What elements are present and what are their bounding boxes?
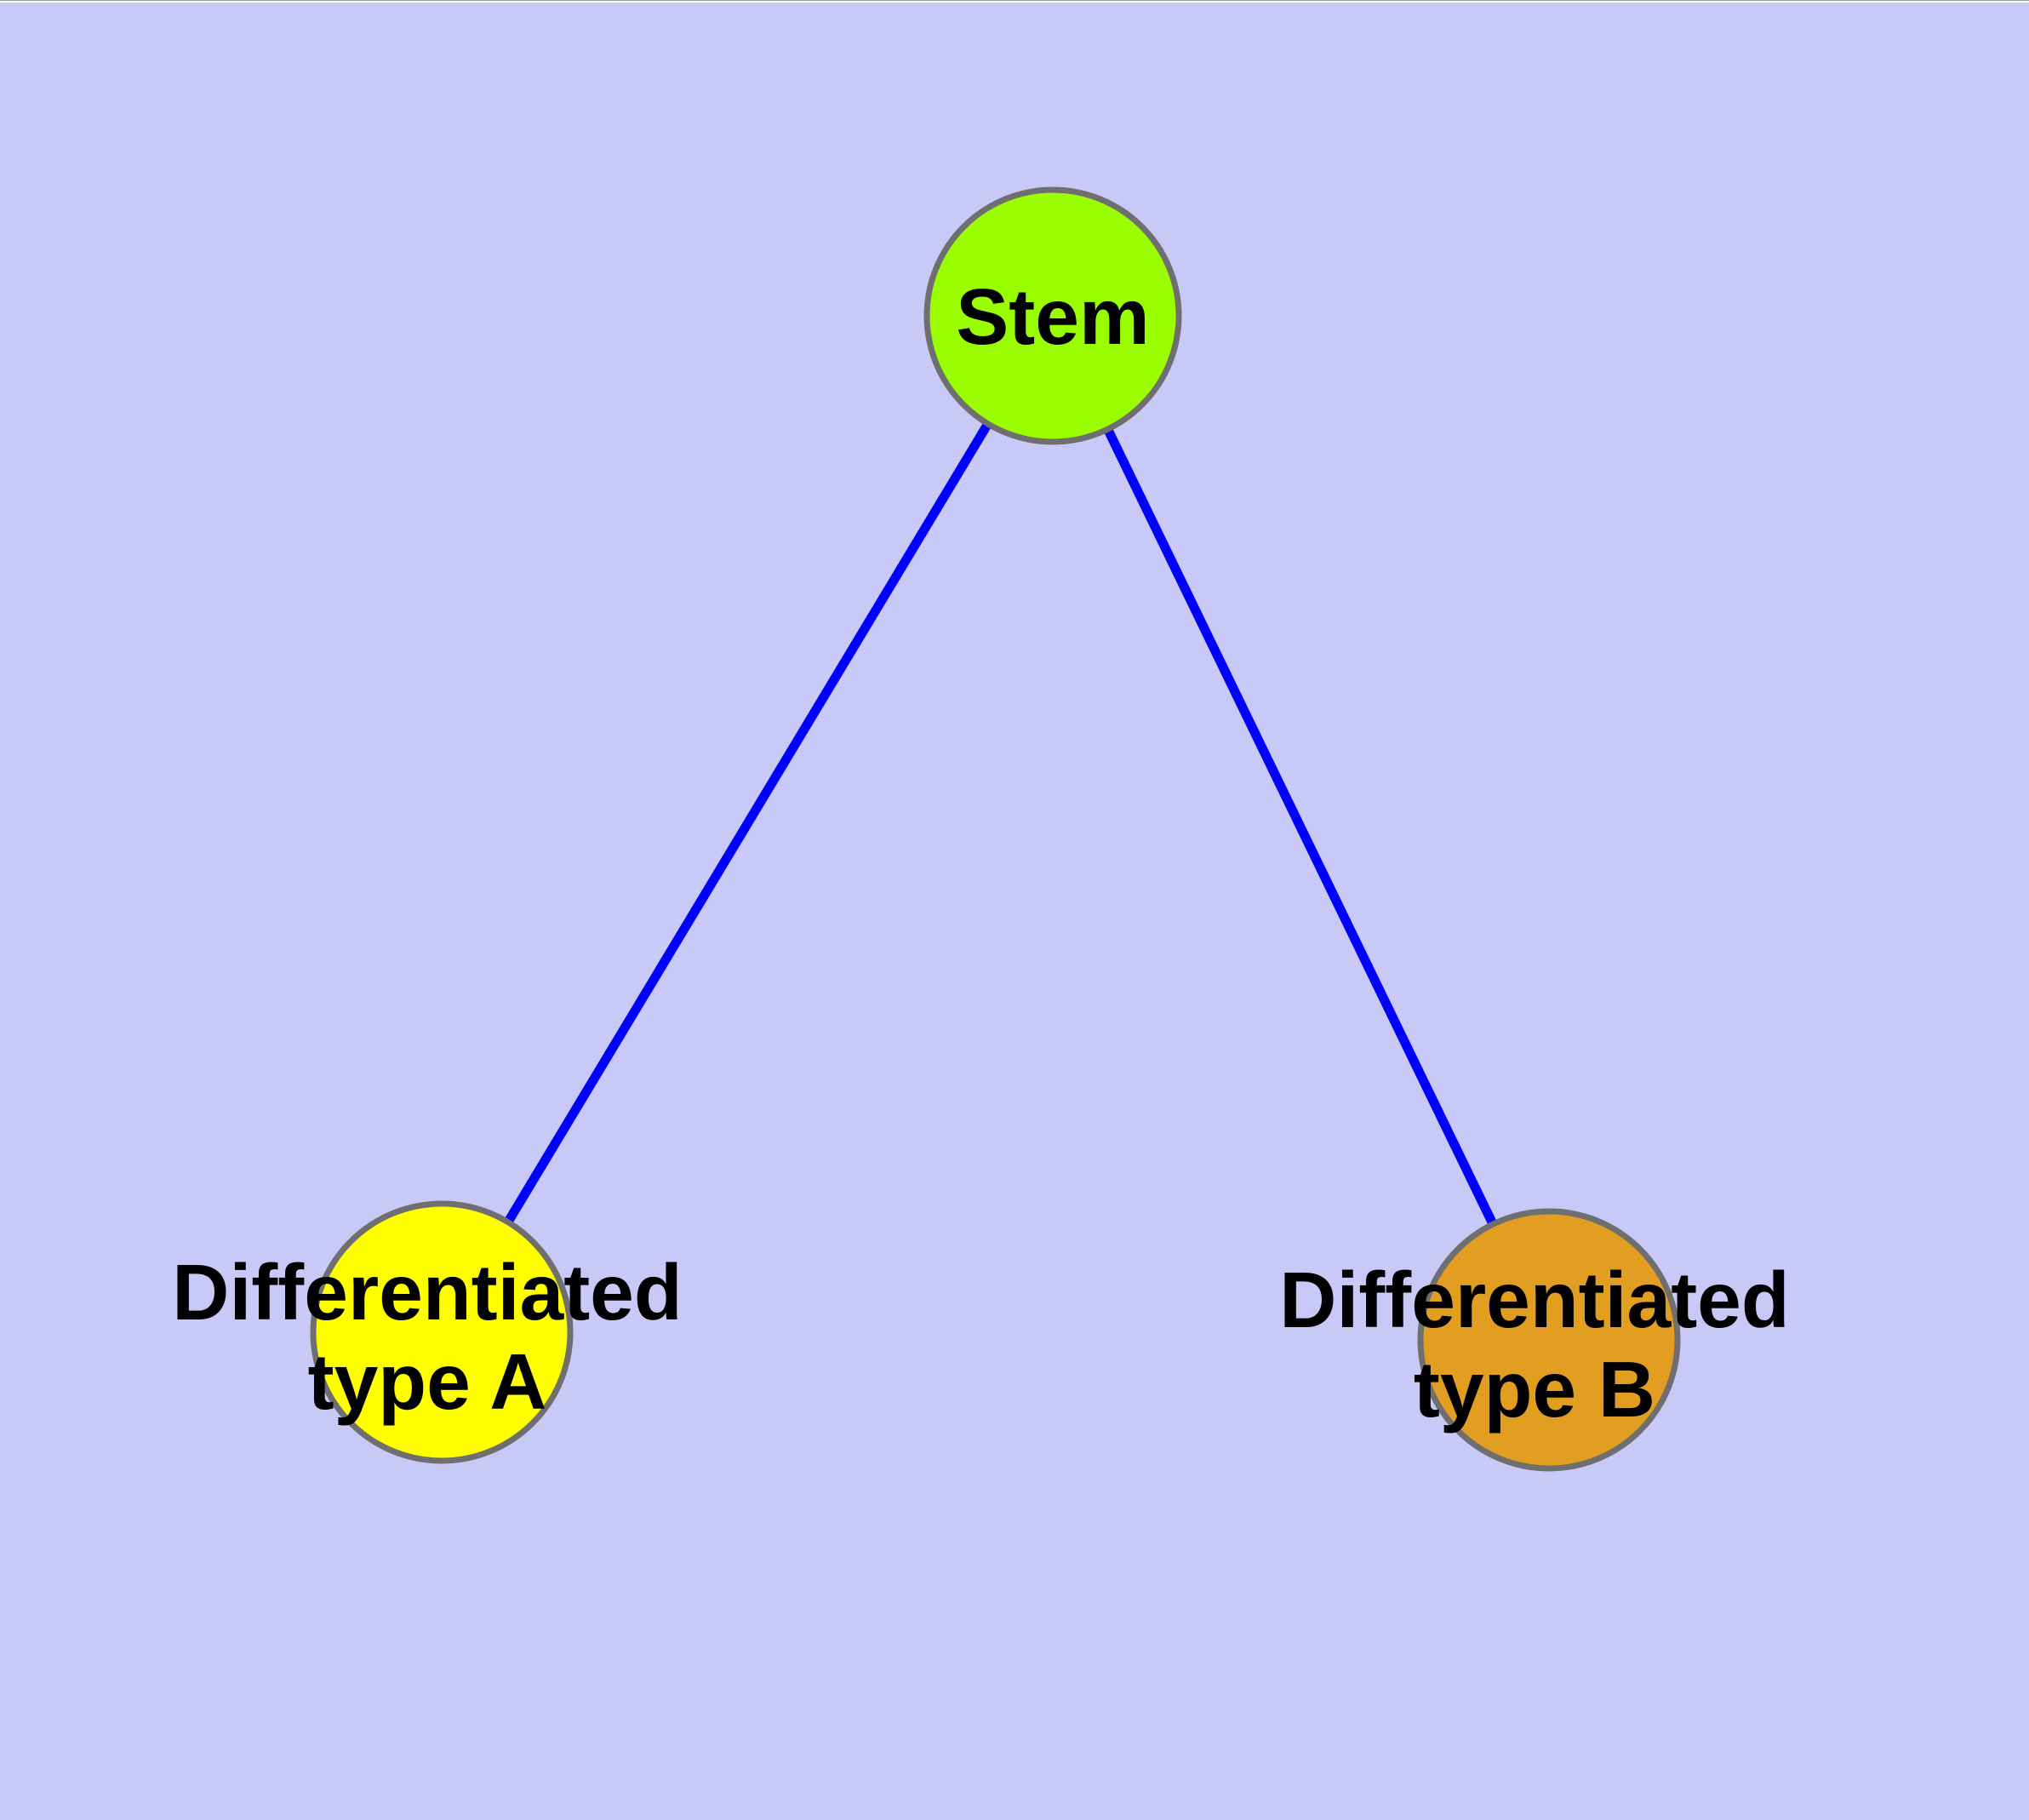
node-stem-circle [923,186,1182,445]
node-stem-label: Stem [956,272,1149,361]
node-type-a-label-line2: type A [308,1337,547,1426]
edge-stem-to-type-a [437,313,1057,1335]
node-type-b-label-line1: Differentiated [1279,1256,1789,1344]
node-type-b-circle [1417,1208,1681,1472]
edge-stem-to-type-b [1049,313,1553,1342]
node-type-a-label-line1: Differentiated [172,1248,682,1336]
node-type-a-circle [310,1200,574,1464]
node-type-b-label-line2: type B [1414,1345,1655,1434]
window-top-edge [0,0,2029,3]
